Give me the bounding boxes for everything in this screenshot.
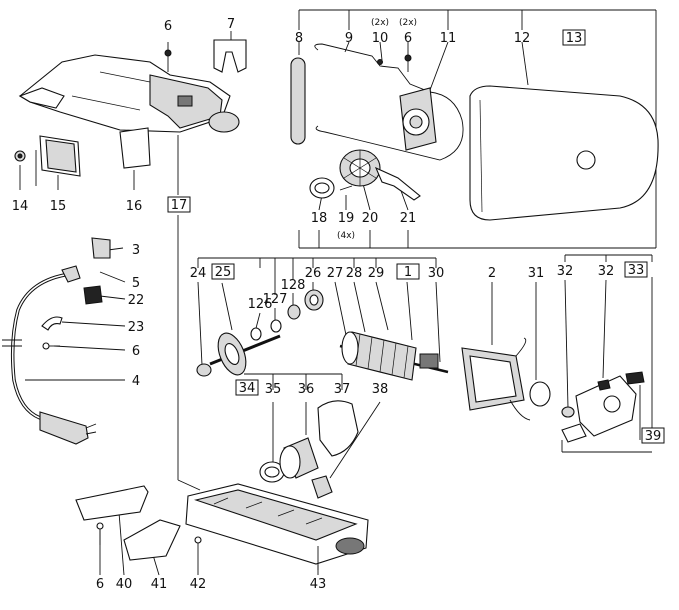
- plate-part: [35, 135, 81, 186]
- base-housing-part: [185, 483, 369, 565]
- label-38: 38: [372, 382, 389, 397]
- label-35: 35: [265, 382, 282, 397]
- label-9: 9: [345, 31, 353, 46]
- bearing-part: [529, 381, 551, 407]
- fan-wheel-part: [339, 149, 381, 187]
- label-2: 2: [488, 266, 496, 281]
- base-plate-part: [123, 519, 181, 561]
- screw-part: [42, 342, 60, 350]
- label-31: 31: [528, 266, 545, 281]
- callout-39: 39: [645, 429, 662, 444]
- label-6a: 6: [164, 19, 172, 34]
- nut-part: [14, 150, 26, 162]
- screw-part: [96, 522, 104, 545]
- callout-13: 13: [566, 31, 583, 46]
- power-cable-part: [2, 265, 97, 445]
- gear-shaft-part: [209, 332, 281, 376]
- label-7: 7: [227, 17, 235, 32]
- qty-6: (2x): [399, 18, 417, 28]
- bracket-part: [75, 485, 149, 521]
- label-14: 14: [12, 199, 29, 214]
- parts-artwork: [2, 39, 659, 570]
- callout-17: 17: [171, 198, 188, 213]
- label-19: 19: [338, 211, 355, 226]
- label-15: 15: [50, 199, 67, 214]
- roller-part: [196, 363, 212, 377]
- label-26: 26: [305, 266, 322, 281]
- fan-housing-part: [399, 87, 437, 151]
- label-36: 36: [298, 382, 315, 397]
- rod-part: [290, 57, 306, 145]
- label-6b: 6: [404, 31, 412, 46]
- boxed-callouts: 13 17 25 1 33 34 39: [167, 29, 665, 444]
- washer-part: [270, 319, 282, 333]
- cover-panel-part: [469, 85, 659, 221]
- switch-part: [91, 237, 111, 259]
- label-128: 128: [281, 278, 306, 293]
- label-23: 23: [128, 320, 145, 335]
- label-12: 12: [514, 31, 531, 46]
- stator-part: [461, 337, 531, 421]
- label-40: 40: [116, 577, 133, 592]
- label-10: 10: [372, 31, 389, 46]
- label-41: 41: [151, 577, 168, 592]
- label-6d: 6: [96, 577, 104, 592]
- bearing-part: [304, 289, 324, 311]
- label-5: 5: [132, 276, 140, 291]
- label-32b: 32: [598, 264, 615, 279]
- label-32a: 32: [557, 264, 574, 279]
- small-screws-part: [377, 54, 412, 72]
- label-42: 42: [190, 577, 207, 592]
- label-127: 127: [263, 292, 288, 307]
- nozzle-part: [279, 437, 319, 479]
- label-37: 37: [334, 382, 351, 397]
- bearing-part: [287, 304, 301, 320]
- label-21: 21: [400, 211, 417, 226]
- screw-part: [164, 49, 172, 72]
- qty-10: (2x): [371, 18, 389, 28]
- label-8: 8: [295, 31, 303, 46]
- label-27: 27: [327, 266, 344, 281]
- label-43: 43: [310, 577, 327, 592]
- label-16: 16: [126, 199, 143, 214]
- small-block-part: [83, 285, 103, 305]
- label-28: 28: [346, 266, 363, 281]
- lever-part: [374, 166, 421, 201]
- label-6c: 6: [132, 344, 140, 359]
- armature-part: [339, 331, 449, 381]
- label-4: 4: [132, 374, 140, 389]
- spring-wire-part: [314, 43, 464, 161]
- washer-part: [250, 327, 262, 341]
- label-22: 22: [128, 293, 145, 308]
- callout-33: 33: [628, 263, 645, 278]
- block-part: [119, 127, 151, 169]
- label-30: 30: [428, 266, 445, 281]
- label-24: 24: [190, 266, 207, 281]
- part-number-labels: 6 7 8 9 (2x) 10 (2x) 6 11 12 14 15 16 18…: [12, 17, 615, 592]
- clamp-part: [41, 316, 63, 331]
- label-29: 29: [368, 266, 385, 281]
- elbow-part: [317, 400, 359, 457]
- knob-part: [311, 475, 333, 499]
- clip-part: [213, 39, 247, 73]
- label-3: 3: [132, 243, 140, 258]
- callout-25: 25: [215, 265, 232, 280]
- label-18: 18: [311, 211, 328, 226]
- brush-holder-part: [561, 371, 645, 443]
- label-11: 11: [440, 31, 457, 46]
- qty-19: (4x): [337, 231, 355, 241]
- callout-1: 1: [404, 265, 412, 280]
- label-126: 126: [248, 297, 273, 312]
- screw-part: [339, 185, 353, 191]
- callout-34: 34: [239, 381, 256, 396]
- screw-part: [194, 536, 202, 560]
- housing-cover-part: [18, 54, 240, 133]
- ring-part: [309, 177, 335, 199]
- label-20: 20: [362, 211, 379, 226]
